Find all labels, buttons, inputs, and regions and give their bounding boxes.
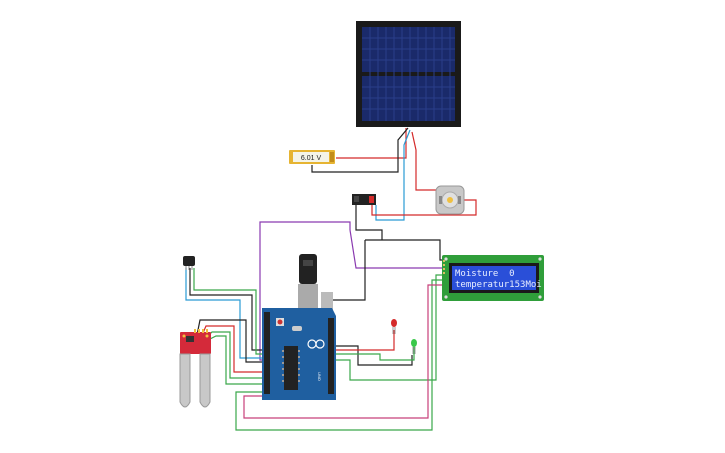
wire-solar-black [311, 127, 409, 173]
wire-solar-blue [375, 129, 411, 221]
wire-black-lcd1 [365, 239, 444, 261]
arduino-logo-icon [307, 339, 325, 349]
wire-purple-right [349, 229, 444, 269]
wire-soil-green [203, 331, 268, 379]
wire-relay-black [355, 205, 383, 240]
soil-moisture-sensor[interactable] [179, 329, 211, 408]
arduino-uno[interactable]: UNO [262, 254, 336, 400]
wire-solar-red2 [411, 131, 439, 200]
wire-soil-green2 [207, 335, 268, 385]
wire-soil-black [195, 319, 268, 363]
wire-temp-green [193, 268, 268, 355]
wire-green-lcd2 [235, 279, 444, 431]
red-led[interactable] [391, 319, 397, 334]
arduino-model-label: UNO [317, 372, 322, 381]
wires [185, 127, 477, 431]
wire-red-led [330, 330, 395, 351]
wire-black-led [330, 345, 413, 366]
wire-solar-red [336, 128, 407, 159]
voltmeter[interactable]: 6.01 V [289, 150, 335, 164]
wire-green-lcd1 [332, 274, 444, 381]
solar-panel-icon[interactable] [356, 21, 461, 127]
dc-motor-icon[interactable] [435, 185, 465, 215]
wire-relay-red [371, 199, 477, 216]
green-led[interactable] [411, 339, 417, 354]
temperature-sensor[interactable] [183, 256, 195, 270]
voltmeter-reading: 6.01 V [301, 155, 322, 162]
lcd-line-1: Moisture 0 [455, 269, 515, 279]
wire-black-lcd2 [328, 240, 366, 301]
wire-green-led [330, 345, 415, 361]
wire-pink-lcd [243, 284, 444, 419]
wire-temp-black [189, 268, 268, 351]
relay[interactable] [352, 194, 376, 205]
lcd-line-2: temperatur153Moi [455, 280, 542, 290]
wire-temp-blue [185, 268, 268, 359]
lcd-16x2[interactable]: Moisture 0 temperatur153Moi [442, 255, 544, 301]
